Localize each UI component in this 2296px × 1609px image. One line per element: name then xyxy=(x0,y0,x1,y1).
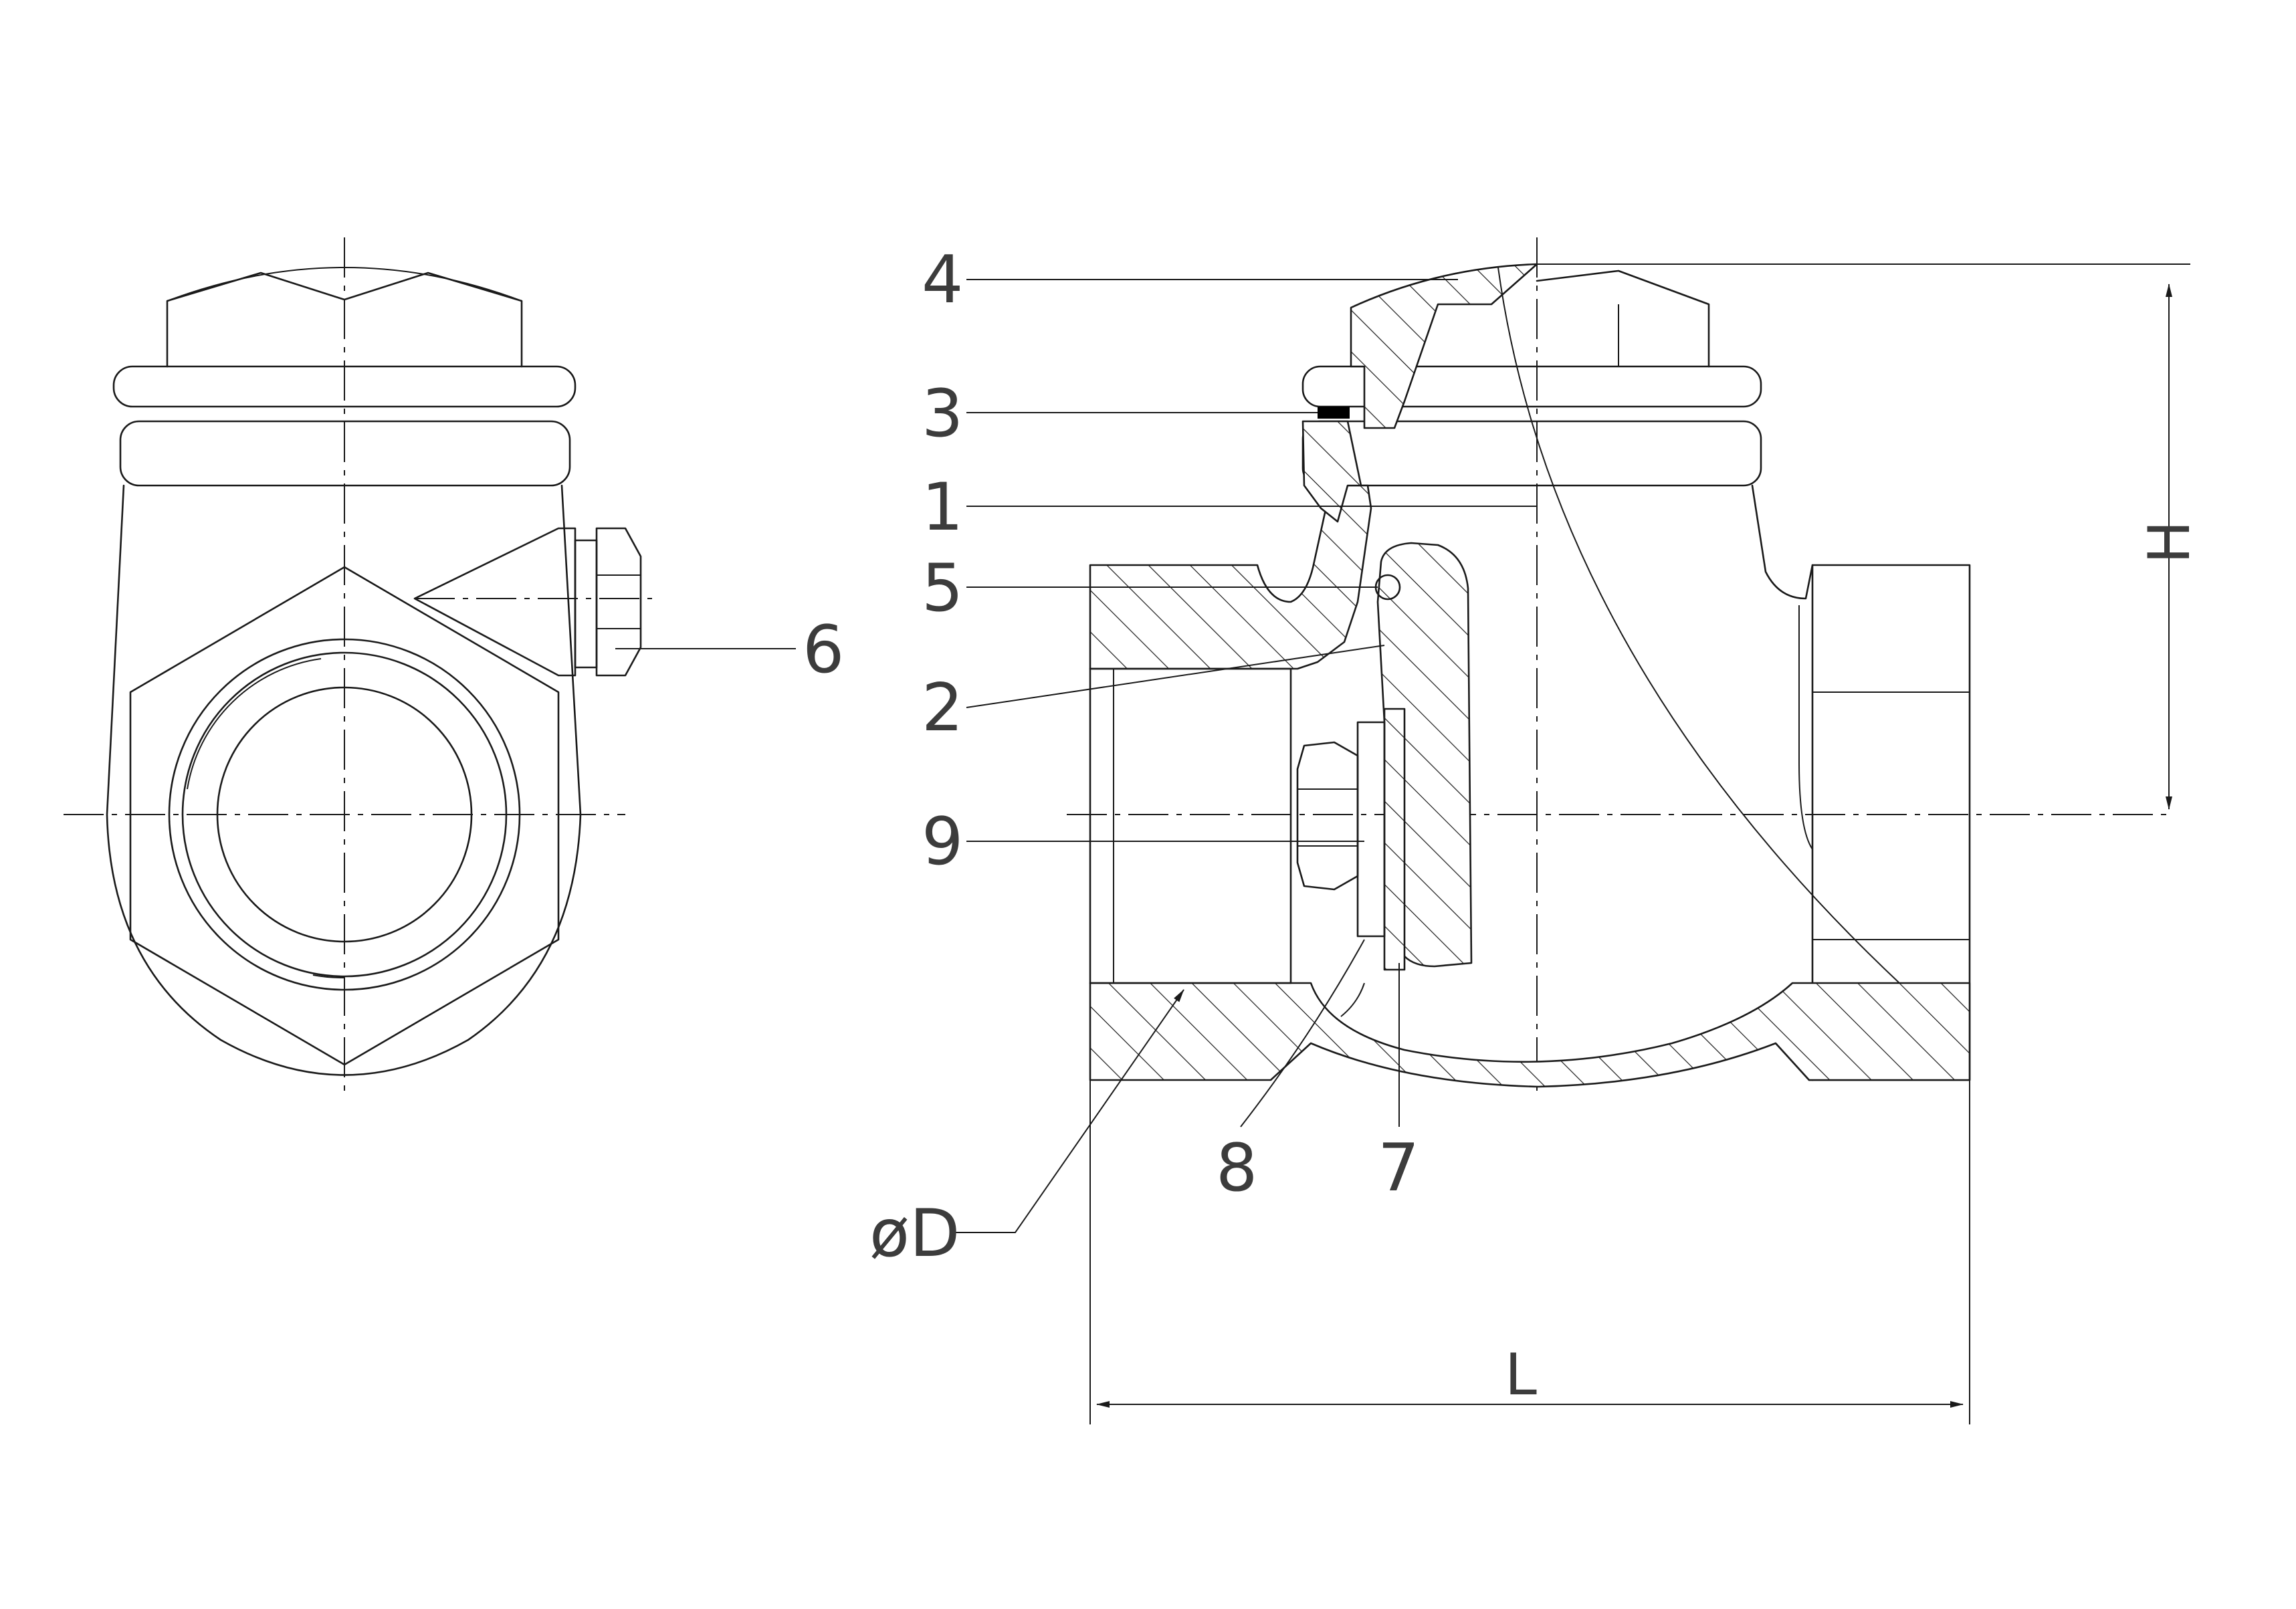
end-view-thread-arc xyxy=(187,658,322,790)
section-swing-arc xyxy=(1497,267,1900,984)
label-part-3: 3 xyxy=(922,376,963,452)
label-part-4: 4 xyxy=(922,242,963,318)
part-labels: 4 3 1 5 2 9 6 8 7 xyxy=(803,242,1419,1206)
end-view-cap-arc xyxy=(167,267,522,302)
section-lower-ring xyxy=(1301,420,1762,487)
dim-L-label: L xyxy=(1505,1342,1537,1408)
end-view-upper-ring xyxy=(112,365,577,408)
section-bonnet-4 xyxy=(1350,263,1538,429)
end-view-hex-port xyxy=(129,566,560,1066)
section-lower-flow-line xyxy=(1340,982,1365,1017)
label-part-6: 6 xyxy=(803,612,844,688)
section-left-bore xyxy=(1089,667,1292,984)
label-part-8: 8 xyxy=(1216,1130,1257,1206)
end-view-body-outline xyxy=(106,484,582,1076)
end-view xyxy=(64,237,652,1097)
end-view-bore-circle xyxy=(216,686,473,943)
dim-diameter-label: øD xyxy=(869,1196,960,1272)
section-washer-8 xyxy=(1356,721,1386,938)
label-part-9: 9 xyxy=(922,804,963,880)
section-nut-9 xyxy=(1296,741,1359,891)
section-right-neck xyxy=(1798,605,1813,850)
end-view-plug-hex xyxy=(595,527,642,677)
section-bonnet-thread xyxy=(1301,420,1362,523)
end-view-lower-ring xyxy=(119,420,571,487)
dim-H-label: H xyxy=(2136,520,2203,564)
leader-diameter xyxy=(950,989,1184,1233)
label-part-1: 1 xyxy=(922,469,963,546)
leader-8 xyxy=(1240,939,1365,1128)
end-view-plug-washer xyxy=(574,539,598,669)
end-view-thread-arc-lower xyxy=(312,974,345,979)
section-gasket-3 xyxy=(1318,407,1350,419)
dimension-labels: H L øD xyxy=(869,520,2203,1408)
section-view xyxy=(615,237,2190,1424)
section-body-left-wall xyxy=(1089,484,1372,670)
section-cap-right xyxy=(1536,270,1710,368)
section-body-bottom-wall xyxy=(1089,982,1971,1088)
leader-2 xyxy=(966,645,1385,708)
section-upper-ring xyxy=(1301,365,1762,408)
section-body-right-outline xyxy=(1751,484,1971,1081)
label-part-2: 2 xyxy=(922,670,963,746)
section-disc-7 xyxy=(1383,708,1406,971)
label-part-7: 7 xyxy=(1378,1130,1419,1206)
end-view-outer-thread-circle xyxy=(168,638,521,991)
end-view-plug-boss xyxy=(413,527,577,677)
label-part-5: 5 xyxy=(922,550,963,627)
end-view-inner-thread-circle xyxy=(181,651,508,978)
